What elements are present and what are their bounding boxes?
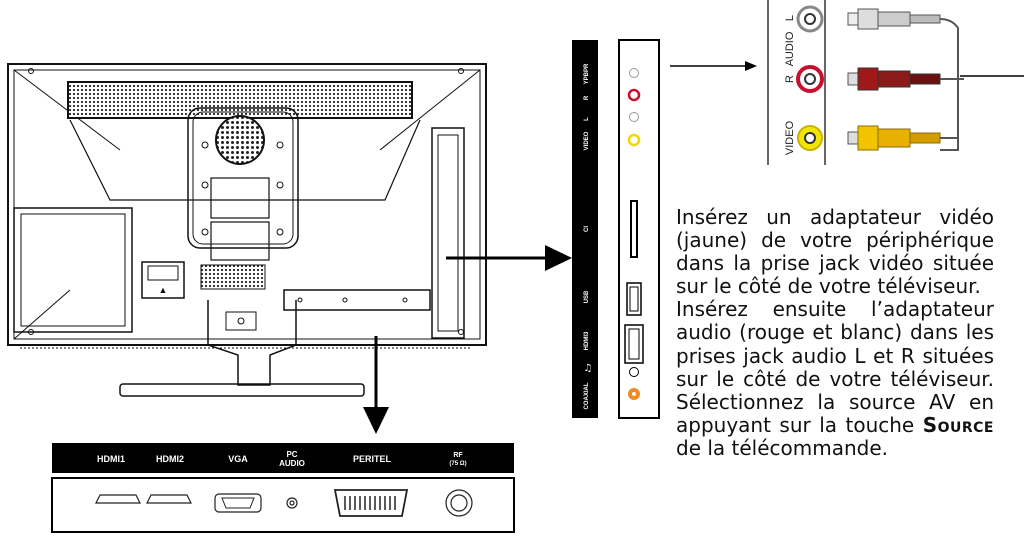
tv-back-frame xyxy=(7,63,487,346)
svg-text:R: R xyxy=(784,75,796,83)
audio-r-jack-icon xyxy=(627,88,641,102)
instructions-p2-end: de la télécommande. xyxy=(676,435,889,460)
arrow-to-bottom-panel xyxy=(363,336,389,434)
rca-plug-red-icon xyxy=(847,67,964,91)
side-label-r: R xyxy=(584,95,590,100)
speaker-grille xyxy=(215,115,265,165)
svg-text:VIDEO: VIDEO xyxy=(584,131,590,150)
port-label-hdmi1: HDMI1 xyxy=(97,454,125,464)
tv-stand-base xyxy=(119,383,365,397)
svg-text:HDMI3: HDMI3 xyxy=(584,331,590,350)
side-label-l: L xyxy=(584,117,590,121)
tv-back-illustration: ▲ xyxy=(7,63,487,397)
source-key-label: Source xyxy=(922,412,994,437)
side-panel-label-strip xyxy=(572,40,598,418)
bottom-panel-body xyxy=(51,477,515,533)
svg-text:▲: ▲ xyxy=(159,285,168,295)
svg-text:VIDEO: VIDEO xyxy=(784,120,796,155)
svg-text:USB: USB xyxy=(584,290,590,303)
port-label-audio: AUDIO xyxy=(279,459,305,468)
port-label-hdmi2: HDMI2 xyxy=(156,454,184,464)
rca-label-r: R xyxy=(784,75,796,83)
pc-audio-jack-icon xyxy=(286,497,298,509)
rca-label-video: VIDEO xyxy=(784,120,796,155)
rca-closeup: AUDIO L R VIDEO xyxy=(767,0,964,165)
arrow-to-side-panel xyxy=(446,245,572,271)
bottom-panel-label-strip xyxy=(52,443,514,473)
rca-label-audio: AUDIO xyxy=(784,31,796,66)
hdmi1-port-icon xyxy=(95,494,141,504)
rca-plug-yellow-icon xyxy=(847,125,958,151)
svg-text:AUDIO: AUDIO xyxy=(784,31,796,66)
svg-text:CI: CI xyxy=(584,226,590,232)
side-label-ypbpr: YPBPR xyxy=(584,63,590,84)
vga-port-icon xyxy=(214,493,262,513)
instructions-p2-start: Insérez ensuite l’adaptateur audio (roug… xyxy=(676,297,994,437)
side-connector-panel: YPBPR R L VIDEO CI USB HDMI3 ♫ COAXIAL xyxy=(572,39,660,419)
port-label-rf-ohm: (75 Ω) xyxy=(449,461,466,467)
rca-label-l: L xyxy=(784,15,796,21)
side-label-video: VIDEO xyxy=(584,131,590,150)
svg-text:R: R xyxy=(584,95,590,100)
port-label-rf: RF xyxy=(453,452,463,459)
svg-text:COAXIAL: COAXIAL xyxy=(584,382,590,409)
side-label-hdmi3: HDMI3 xyxy=(584,331,590,350)
arrow-to-rca-closeup xyxy=(670,61,757,71)
svg-text:L: L xyxy=(784,15,796,21)
ypbpr-jack-icon xyxy=(629,68,639,78)
ci-slot-icon xyxy=(630,200,638,258)
bottom-connector-panel: HDMI1 HDMI2 VGA PC AUDIO PERITEL RF (75 … xyxy=(51,443,515,533)
port-label-pc: PC xyxy=(286,450,297,459)
audio-l-jack-icon xyxy=(629,112,639,122)
instructions-text: Insérez un adaptateur vidéo (jaune) de v… xyxy=(676,205,994,460)
hdmi2-port-icon xyxy=(146,494,192,504)
port-label-vga: VGA xyxy=(228,454,248,464)
instructions-paragraph-1: Insérez un adaptateur vidéo (jaune) de v… xyxy=(676,205,994,299)
video-jack-icon xyxy=(627,133,641,147)
peritel-scart-icon xyxy=(333,489,409,517)
side-label-coaxial: COAXIAL xyxy=(584,382,590,409)
svg-text:YPBPR: YPBPR xyxy=(584,63,590,84)
port-label-peritel: PERITEL xyxy=(353,454,392,464)
rf-antenna-port-icon xyxy=(445,489,473,517)
side-label-usb: USB xyxy=(584,290,590,303)
instructions-paragraph-2: Insérez ensuite l’adaptateur audio (roug… xyxy=(676,298,994,460)
svg-text:L: L xyxy=(584,117,590,121)
headphone-icon: ♫ xyxy=(584,363,593,374)
side-label-ci: CI xyxy=(584,226,590,232)
top-vent-grille xyxy=(67,81,413,119)
headphone-jack-icon xyxy=(629,367,639,377)
rca-plug-white-icon xyxy=(847,8,959,152)
